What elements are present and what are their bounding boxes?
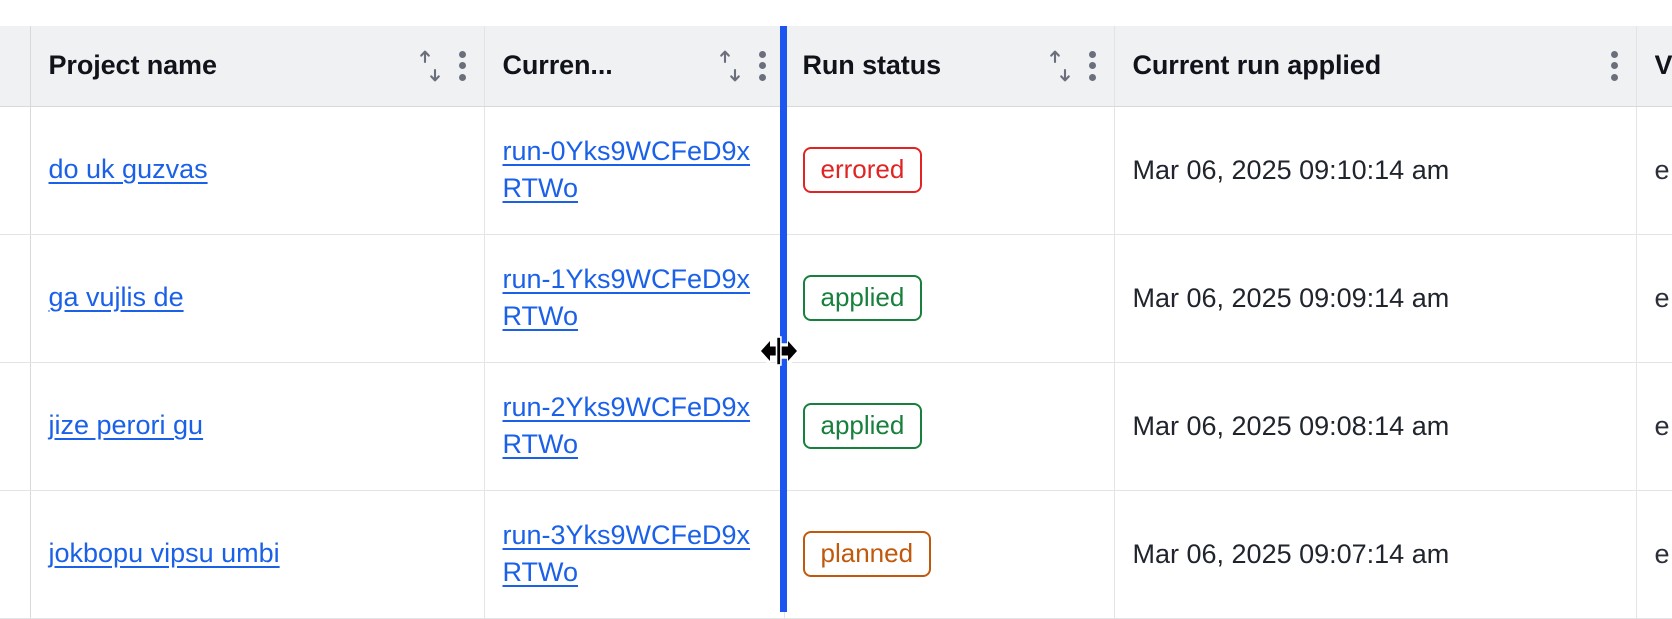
cell-run-status: planned [784, 490, 1114, 618]
project-name-link[interactable]: do uk guzvas [49, 154, 208, 184]
cell-partial: e [1636, 362, 1672, 490]
status-badge: errored [803, 147, 923, 194]
column-header-current-run-applied[interactable]: Current run applied [1114, 26, 1636, 106]
current-run-link[interactable]: run-0Yks9WCFeD9xRTWo [503, 136, 751, 203]
cell-current-run-applied: Mar 06, 2025 09:07:14 am [1114, 490, 1636, 618]
cell-current-run: run-0Yks9WCFeD9xRTWo [484, 106, 784, 234]
row-select-cell[interactable] [0, 234, 30, 362]
cell-current-run: run-3Yks9WCFeD9xRTWo [484, 490, 784, 618]
cell-project-name: jize perori gu [30, 362, 484, 490]
cell-partial: e [1636, 490, 1672, 618]
table-body: do uk guzvas run-0Yks9WCFeD9xRTWo errore… [0, 106, 1672, 618]
projects-table-container: Project name [0, 26, 1672, 619]
cell-run-status: applied [784, 362, 1114, 490]
row-select-cell[interactable] [0, 490, 30, 618]
column-header-partial[interactable]: V [1636, 26, 1672, 106]
column-menu-icon[interactable] [459, 51, 466, 81]
column-header-label-current-run-applied: Current run applied [1133, 50, 1382, 81]
row-select-cell[interactable] [0, 362, 30, 490]
project-name-link[interactable]: jokbopu vipsu umbi [49, 538, 280, 568]
projects-table: Project name [0, 26, 1672, 619]
column-header-current-run[interactable]: Curren... [484, 26, 784, 106]
table-row[interactable]: do uk guzvas run-0Yks9WCFeD9xRTWo errore… [0, 106, 1672, 234]
status-badge: applied [803, 403, 923, 450]
table-row[interactable]: jize perori gu run-2Yks9WCFeD9xRTWo appl… [0, 362, 1672, 490]
column-header-run-status[interactable]: Run status [784, 26, 1114, 106]
cell-current-run-applied: Mar 06, 2025 09:10:14 am [1114, 106, 1636, 234]
cell-project-name: jokbopu vipsu umbi [30, 490, 484, 618]
current-run-link[interactable]: run-3Yks9WCFeD9xRTWo [503, 520, 751, 587]
table-row[interactable]: ga vujlis de run-1Yks9WCFeD9xRTWo applie… [0, 234, 1672, 362]
column-resize-indicator[interactable] [780, 26, 787, 612]
status-badge: applied [803, 275, 923, 322]
cell-project-name: ga vujlis de [30, 234, 484, 362]
column-menu-icon[interactable] [759, 51, 766, 81]
column-header-project-name[interactable]: Project name [30, 26, 484, 106]
cell-partial: e [1636, 234, 1672, 362]
column-header-tools-run-status [1047, 49, 1096, 83]
column-header-label-current-run: Curren... [503, 50, 613, 81]
viewport-top-strip [0, 0, 1672, 26]
row-select-cell[interactable] [0, 106, 30, 234]
row-select-header-cell [0, 26, 30, 106]
column-header-tools-project-name [417, 49, 466, 83]
column-header-tools-current-run-applied [1611, 51, 1618, 81]
project-name-link[interactable]: ga vujlis de [49, 282, 184, 312]
table-header: Project name [0, 26, 1672, 106]
column-header-label-run-status: Run status [803, 50, 942, 81]
column-header-label-partial: V [1655, 50, 1672, 81]
cell-current-run: run-1Yks9WCFeD9xRTWo [484, 234, 784, 362]
cell-partial: e [1636, 106, 1672, 234]
cell-current-run-applied: Mar 06, 2025 09:09:14 am [1114, 234, 1636, 362]
column-header-label-project-name: Project name [49, 50, 217, 81]
cell-project-name: do uk guzvas [30, 106, 484, 234]
table-row[interactable]: jokbopu vipsu umbi run-3Yks9WCFeD9xRTWo … [0, 490, 1672, 618]
cell-current-run: run-2Yks9WCFeD9xRTWo [484, 362, 784, 490]
sort-icon[interactable] [417, 49, 443, 83]
status-badge: planned [803, 531, 932, 578]
column-header-tools-current-run [717, 49, 766, 83]
cell-run-status: applied [784, 234, 1114, 362]
sort-icon[interactable] [717, 49, 743, 83]
column-menu-icon[interactable] [1611, 51, 1618, 81]
project-name-link[interactable]: jize perori gu [49, 410, 204, 440]
sort-icon[interactable] [1047, 49, 1073, 83]
table-header-row: Project name [0, 26, 1672, 106]
cell-run-status: errored [784, 106, 1114, 234]
cell-current-run-applied: Mar 06, 2025 09:08:14 am [1114, 362, 1636, 490]
current-run-link[interactable]: run-2Yks9WCFeD9xRTWo [503, 392, 751, 459]
current-run-link[interactable]: run-1Yks9WCFeD9xRTWo [503, 264, 751, 331]
column-menu-icon[interactable] [1089, 51, 1096, 81]
